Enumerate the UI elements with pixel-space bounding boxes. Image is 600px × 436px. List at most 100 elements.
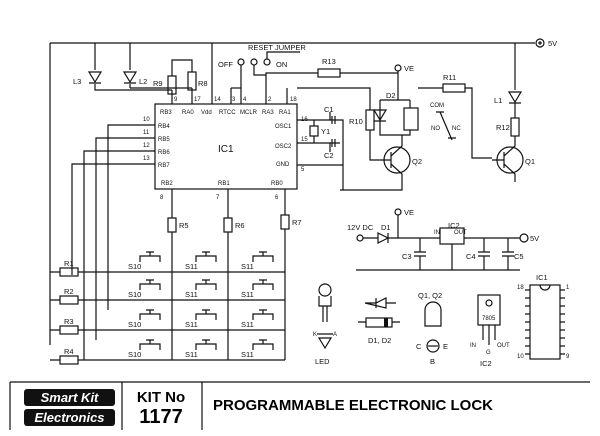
d2-label: D2: [386, 91, 396, 100]
ic2-out: OUT: [454, 230, 467, 236]
r8-r9-wires: [130, 59, 193, 89]
relay-coil-bottom: [379, 125, 411, 136]
kit-title: PROGRAMMABLE ELECTRONIC LOCK: [213, 397, 493, 414]
r8: [187, 71, 197, 91]
s10-r4: S10: [128, 350, 141, 359]
s10-r3: S10: [128, 320, 141, 329]
l2-led: [122, 71, 138, 84]
ic1-top-leads: [171, 43, 288, 104]
pnum-18: 18: [290, 97, 297, 103]
relay-com: COM: [430, 103, 444, 109]
legend-7805-out: OUT: [497, 343, 510, 349]
legend-ic1-p9: 9: [566, 354, 570, 360]
pnum-12: 12: [143, 143, 150, 149]
ve2-label: VE: [404, 208, 414, 217]
c4-cap: [478, 238, 490, 270]
ve2-terminal: [394, 208, 402, 216]
y1-label: Y1: [321, 127, 330, 136]
legend-led-a: A: [333, 332, 337, 338]
legend-transistors-label: Q1, Q2: [418, 291, 442, 300]
pnum-15: 15: [301, 137, 308, 143]
pin-rb4: RB4: [158, 124, 170, 130]
c1-label: C1: [324, 105, 334, 114]
pin-ra0: RA0: [182, 110, 194, 116]
s11-r1c3: S11: [241, 262, 254, 271]
legend-led-body: [318, 296, 332, 322]
r13-wires: [265, 72, 398, 88]
pnum-4: 4: [243, 97, 247, 103]
c4-label: C4: [466, 252, 476, 261]
ic1-body: [154, 103, 298, 190]
ic2-out-wire: [451, 237, 520, 270]
s11-r3c3: S11: [241, 320, 254, 329]
kit-label: KIT No: [136, 389, 186, 406]
pin-gnd: GND: [276, 162, 290, 168]
ve-label: VE: [404, 64, 414, 73]
r4-label: R4: [64, 347, 74, 356]
pnum-3: 3: [232, 97, 236, 103]
pnum-13: 13: [143, 156, 150, 162]
jumper-wires: [240, 51, 300, 88]
r5: [167, 217, 177, 233]
ve-wires: [379, 71, 411, 125]
c5-cap: [502, 238, 514, 270]
q2-transistor: [383, 146, 411, 174]
r6: [223, 217, 233, 233]
r7-label: R7: [292, 218, 302, 227]
pin-rb5: RB5: [158, 137, 170, 143]
c3-cap: [414, 238, 426, 270]
ic1-left-leads: [71, 124, 155, 360]
legend-led-k: K: [313, 332, 317, 338]
pnum-17: 17: [194, 97, 201, 103]
pnum-5: 5: [301, 167, 305, 173]
r2-label: R2: [64, 287, 74, 296]
r9-label: R9: [153, 79, 163, 88]
legend-ic1-p10: 10: [517, 354, 524, 360]
legend-b: B: [430, 357, 435, 366]
r13: [317, 68, 341, 78]
jumper-pin-1: [237, 58, 245, 66]
led-branch-wires: [94, 43, 172, 91]
legend-led-label: LED: [315, 357, 330, 366]
legend-ic1-pins: [525, 289, 565, 355]
r11-wires: [418, 87, 492, 159]
q1-leads: [492, 136, 516, 182]
relay-coil: [403, 107, 419, 131]
q2-emitter-wire: [340, 180, 403, 191]
d1-label: D1: [381, 223, 391, 232]
r6-label: R6: [235, 221, 245, 230]
y1-crystal: [309, 125, 319, 137]
vcc-label: 5V: [548, 39, 557, 48]
pin-rtcc: RTCC: [219, 110, 236, 116]
c5-label: C5: [514, 252, 524, 261]
pin-osc1: OSC1: [275, 124, 292, 130]
r10: [365, 109, 375, 131]
r3: [59, 325, 79, 335]
pnum-14: 14: [214, 97, 221, 103]
jumper-on: ON: [276, 60, 287, 69]
s11-r4c2: S11: [185, 350, 198, 359]
legend-ic2-label: IC2: [480, 359, 492, 368]
legend-7805-label: 7805: [482, 316, 496, 322]
ic2-in: IN: [434, 230, 440, 236]
pin-rb0: RB0: [271, 181, 283, 187]
legend-7805-hole: [485, 299, 493, 307]
c1-c2-plates: [331, 116, 336, 147]
s10-r1: S10: [128, 262, 141, 271]
d2-diode: [372, 109, 388, 122]
column-wires: [171, 229, 286, 360]
r2: [59, 295, 79, 305]
relay-no: NO: [431, 126, 440, 132]
legend-7805-leads: [482, 325, 496, 345]
pnum-7: 7: [216, 195, 220, 201]
pin-rb2: RB2: [161, 181, 173, 187]
r4: [59, 355, 79, 365]
c2-label: C2: [324, 151, 334, 160]
jumper-pin-3: [263, 58, 271, 66]
r1-label: R1: [64, 259, 74, 268]
pnum-11: 11: [143, 130, 150, 136]
legend-c: C: [416, 342, 422, 351]
c3-label: C3: [402, 252, 412, 261]
